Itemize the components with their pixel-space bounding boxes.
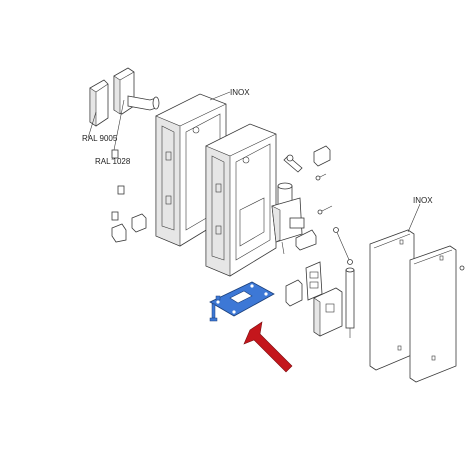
label-ral-9005: RAL 9005 xyxy=(82,134,118,143)
anchor-bolt-2 xyxy=(215,295,221,301)
anchor-bolt-1 xyxy=(209,303,218,322)
lever-arm xyxy=(283,154,303,173)
screw-small-2 xyxy=(317,205,333,215)
shaft-axle xyxy=(127,95,160,111)
inox-cover-front xyxy=(409,245,457,383)
label-inox-right: INOX xyxy=(413,196,433,205)
control-board xyxy=(305,261,323,301)
highlighted-base-plate xyxy=(209,281,275,322)
label-ral-1028: RAL 1028 xyxy=(95,157,131,166)
connecting-rod xyxy=(333,227,353,265)
cover-screw xyxy=(459,265,465,271)
bracket-motor xyxy=(295,229,317,251)
motor-gearbox xyxy=(271,182,305,255)
bracket-small-2 xyxy=(111,223,127,243)
bracket-small-1 xyxy=(131,213,147,233)
arrow-icon xyxy=(243,321,293,373)
inox-cover-rear xyxy=(369,229,415,371)
cover-bracket-ral1028 xyxy=(113,67,135,115)
balancing-spring xyxy=(345,267,355,338)
clip-2 xyxy=(117,185,125,195)
control-box xyxy=(313,287,343,337)
cover-bracket-ral9005 xyxy=(89,79,109,127)
clip-3 xyxy=(111,211,119,221)
clip-1 xyxy=(111,149,119,159)
label-inox-top: INOX xyxy=(230,88,250,97)
battery-pack xyxy=(285,279,303,307)
screw-small-1 xyxy=(315,173,327,181)
limit-switch xyxy=(313,145,331,167)
barrier-cabinet-front xyxy=(205,123,277,277)
